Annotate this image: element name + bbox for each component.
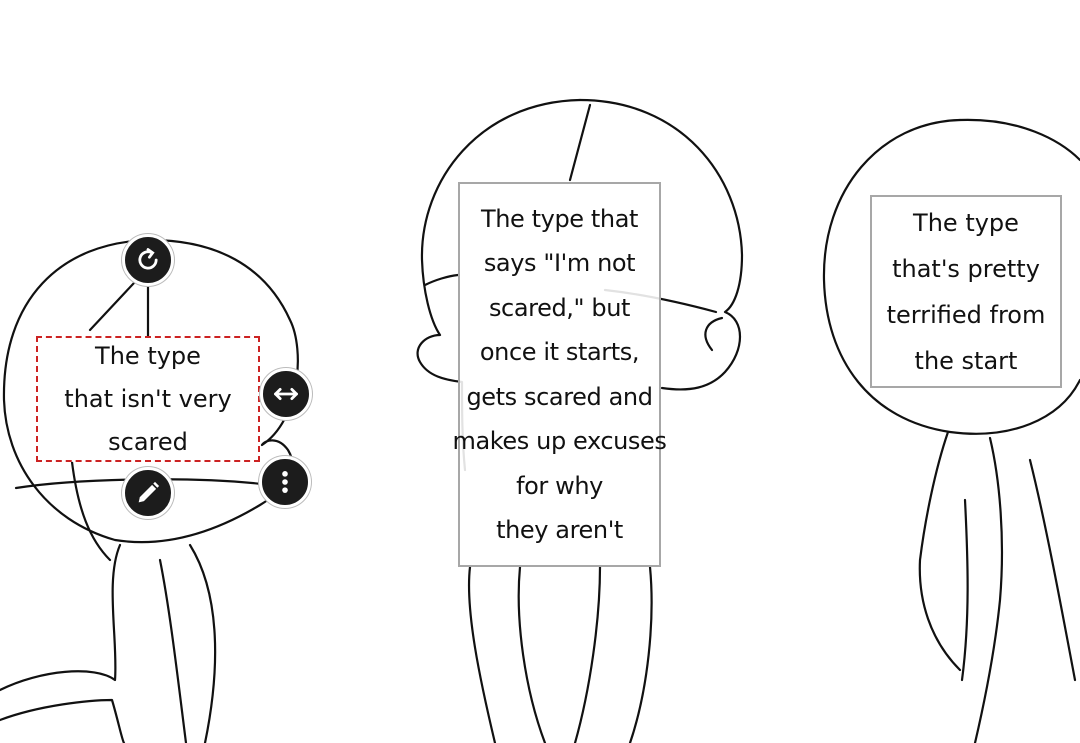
caption-right-line-3: terrified from bbox=[886, 300, 1046, 329]
right-figure bbox=[822, 118, 1080, 743]
caption-right-line-2: that's pretty bbox=[892, 254, 1040, 283]
caption-middle-line-6: makes up excuses bbox=[452, 427, 667, 455]
caption-middle-line-2: says "I'm not bbox=[483, 249, 636, 277]
pencil-icon bbox=[138, 481, 160, 503]
rotate-handle[interactable] bbox=[122, 234, 174, 286]
caption-right[interactable]: The type that's pretty terrified from th… bbox=[870, 195, 1062, 388]
caption-left[interactable]: The type that isn't very scared bbox=[36, 336, 260, 462]
horizontal-resize-icon bbox=[274, 387, 298, 401]
left-figure bbox=[0, 238, 299, 743]
caption-middle-line-3: scared," but bbox=[488, 293, 631, 322]
caption-right-line-4: the start bbox=[914, 346, 1018, 375]
caption-right-line-1: The type bbox=[913, 208, 1019, 237]
resize-handle[interactable] bbox=[260, 368, 312, 420]
rotate-icon bbox=[138, 248, 158, 270]
caption-middle-line-5: gets scared and bbox=[466, 382, 653, 411]
caption-middle-line-1: The type that bbox=[480, 204, 639, 233]
caption-middle-line-4: once it starts, bbox=[479, 338, 640, 366]
caption-middle[interactable]: The type that says "I'm not scared," but… bbox=[453, 182, 667, 567]
more-vertical-icon bbox=[282, 471, 288, 493]
caption-middle-line-8: they aren't bbox=[496, 516, 623, 544]
caption-left-line-3: scared bbox=[108, 427, 188, 456]
caption-middle-line-7: for why bbox=[516, 471, 603, 500]
caption-left-line-1: The type bbox=[95, 341, 201, 370]
caption-left-line-2: that isn't very bbox=[64, 384, 232, 413]
edit-handle[interactable] bbox=[122, 467, 174, 519]
more-options-handle[interactable] bbox=[259, 456, 311, 508]
